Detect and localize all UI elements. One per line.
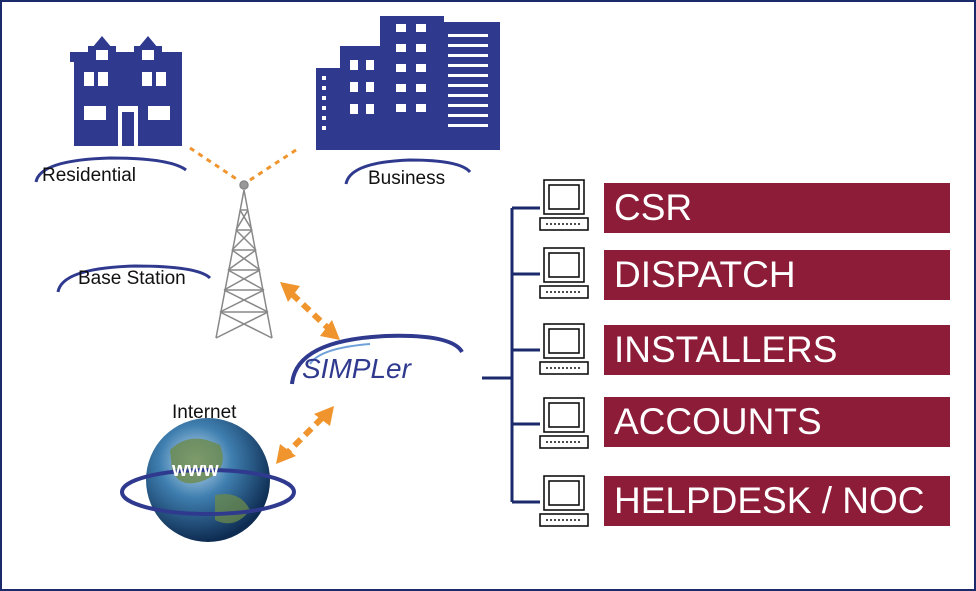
dept-box-helpdesk-noc: HELPDESK / NOC	[604, 476, 950, 526]
computer-icon	[539, 323, 589, 375]
office-building-icon	[316, 16, 500, 150]
internet-label: Internet	[172, 402, 237, 423]
internet-simpler-arrow	[285, 415, 325, 455]
simpler-logo-text: SIMPLer	[302, 353, 413, 384]
arrowhead-icon	[320, 320, 340, 340]
dept-box-installers: INSTALLERS	[604, 325, 950, 375]
antenna-tower-icon	[215, 180, 273, 339]
computer-icon	[539, 475, 589, 527]
dept-box-csr: CSR	[604, 183, 950, 233]
arrowhead-icon	[314, 406, 334, 426]
business-swoosh	[344, 158, 472, 185]
www-label: www	[171, 459, 219, 481]
network-bus	[482, 206, 540, 504]
residential-label: Residential	[42, 165, 136, 186]
residential-link	[189, 146, 239, 182]
base-station-label: Base Station	[78, 268, 186, 289]
dept-box-accounts: ACCOUNTS	[604, 397, 950, 447]
residential-swoosh	[34, 156, 187, 183]
dept-box-dispatch: DISPATCH	[604, 250, 950, 300]
simpler-logo: SIMPLer	[290, 333, 464, 385]
base-station-swoosh	[56, 264, 212, 293]
computer-icon	[539, 247, 589, 299]
globe-icon: www	[120, 418, 296, 542]
arrowhead-icon	[276, 444, 296, 464]
tower-simpler-arrow	[289, 291, 331, 331]
computer-icon	[539, 397, 589, 449]
computer-icon	[539, 179, 589, 231]
business-link	[249, 148, 297, 182]
arrowhead-icon	[280, 282, 300, 302]
house-icon	[70, 36, 182, 146]
business-label: Business	[368, 168, 445, 189]
